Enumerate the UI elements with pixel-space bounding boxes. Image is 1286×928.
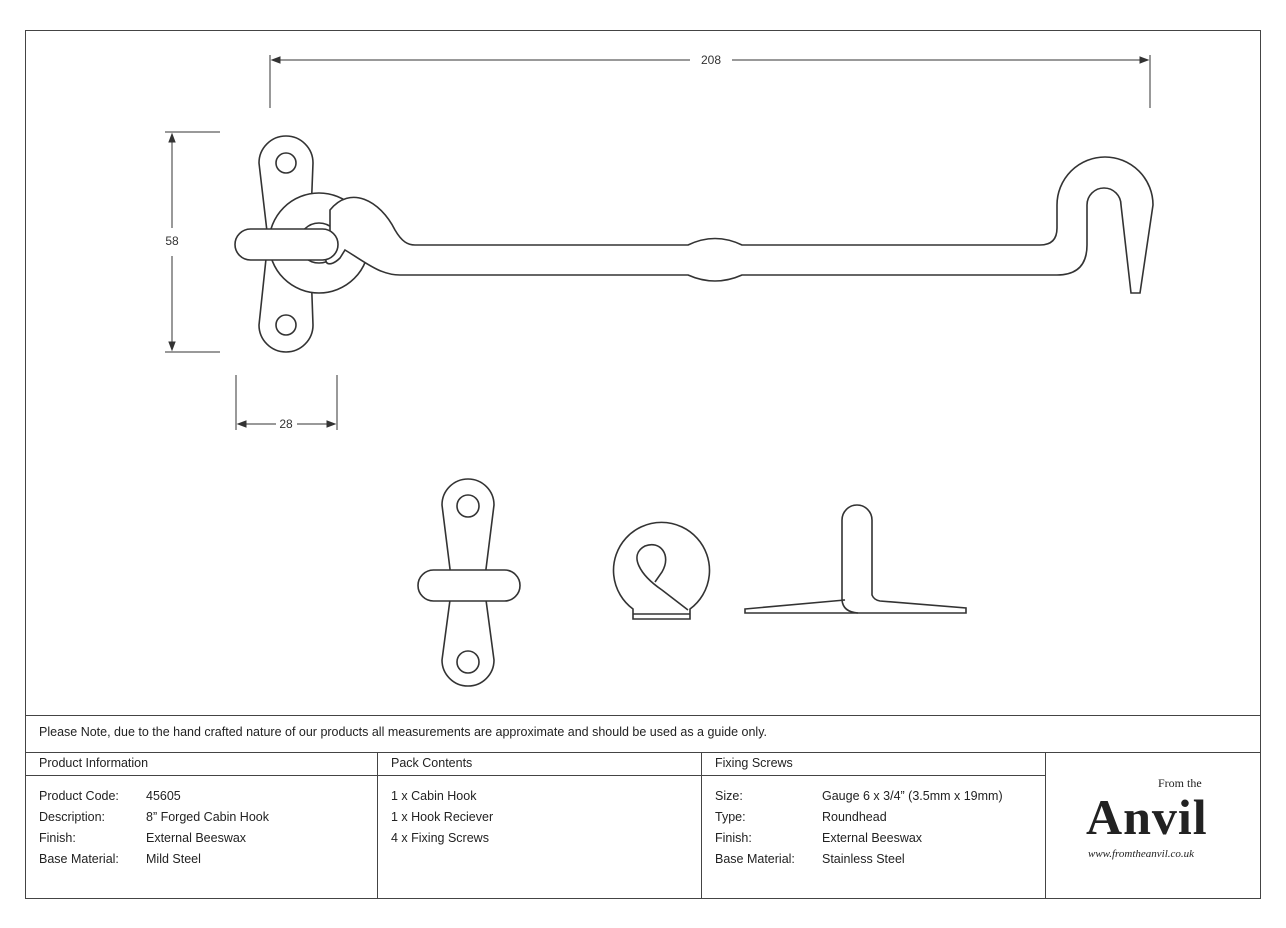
- product-info-row: Finish: External Beeswax: [39, 828, 363, 849]
- dimension-height-label: 58: [165, 234, 179, 248]
- row-label: Finish:: [39, 831, 76, 845]
- pack-item: 1 x Hook Reciever: [391, 810, 494, 824]
- dimension-length: 208: [269, 53, 1151, 108]
- dimension-plate-width: 28: [235, 375, 338, 431]
- dimension-plate-width-label: 28: [279, 417, 293, 431]
- receiver-part: [417, 478, 521, 687]
- row-label: Finish:: [715, 831, 752, 845]
- ring-part: [612, 521, 711, 620]
- row-label: Type:: [715, 810, 746, 824]
- row-label: Base Material:: [715, 852, 795, 866]
- dimension-height: 58: [165, 131, 220, 353]
- row-value: Stainless Steel: [822, 852, 905, 866]
- product-information-section: Product Information Product Code: 45605 D…: [25, 752, 378, 899]
- logo-url: www.fromtheanvil.co.uk: [1088, 848, 1195, 860]
- measurement-note: Please Note, due to the hand crafted nat…: [25, 715, 1261, 753]
- screw-info-row: Type: Roundhead: [715, 807, 1031, 828]
- screw-info-row: Finish: External Beeswax: [715, 828, 1031, 849]
- row-value: External Beeswax: [146, 831, 247, 845]
- product-info-row: Product Code: 45605: [39, 786, 363, 807]
- row-value: Gauge 6 x 3/4” (3.5mm x 19mm): [822, 789, 1003, 803]
- pack-contents-title: Pack Contents: [377, 752, 701, 776]
- row-value: External Beeswax: [822, 831, 923, 845]
- pack-item: 4 x Fixing Screws: [391, 831, 489, 845]
- product-info-row: Description: 8” Forged Cabin Hook: [39, 807, 363, 828]
- row-label: Base Material:: [39, 852, 119, 866]
- row-label: Size:: [715, 789, 743, 803]
- from-the-anvil-logo: From the Anvil www.fromtheanvil.co.uk: [1046, 752, 1261, 899]
- drawing-frame: [25, 30, 1261, 899]
- screw-info-row: Base Material: Stainless Steel: [715, 849, 1031, 870]
- hook-shaft: [325, 156, 1154, 294]
- receiver-pin: [234, 228, 339, 261]
- logo-from-text: From the: [1158, 776, 1202, 790]
- product-info-row: Base Material: Mild Steel: [39, 849, 363, 870]
- product-information-title: Product Information: [25, 752, 377, 776]
- screw-part: [744, 504, 967, 614]
- logo-name: Anvil: [1086, 789, 1208, 845]
- fixing-screws-title: Fixing Screws: [701, 752, 1045, 776]
- row-value: 45605: [146, 789, 181, 803]
- row-label: Product Code:: [39, 789, 119, 803]
- technical-drawing: 208 58 28: [165, 53, 1154, 687]
- row-value: Mild Steel: [146, 852, 201, 866]
- row-value: 8” Forged Cabin Hook: [146, 810, 269, 824]
- pack-contents-section: Pack Contents 1 x Cabin Hook 1 x Hook Re…: [377, 752, 702, 899]
- row-label: Description:: [39, 810, 105, 824]
- fixing-screws-section: Fixing Screws Size: Gauge 6 x 3/4” (3.5mm…: [701, 752, 1046, 899]
- assembled-cabin-hook: [234, 135, 1154, 353]
- screw-info-row: Size: Gauge 6 x 3/4” (3.5mm x 19mm): [715, 786, 1031, 807]
- pack-item: 1 x Cabin Hook: [391, 789, 477, 803]
- dimension-length-label: 208: [701, 53, 721, 67]
- row-value: Roundhead: [822, 810, 887, 824]
